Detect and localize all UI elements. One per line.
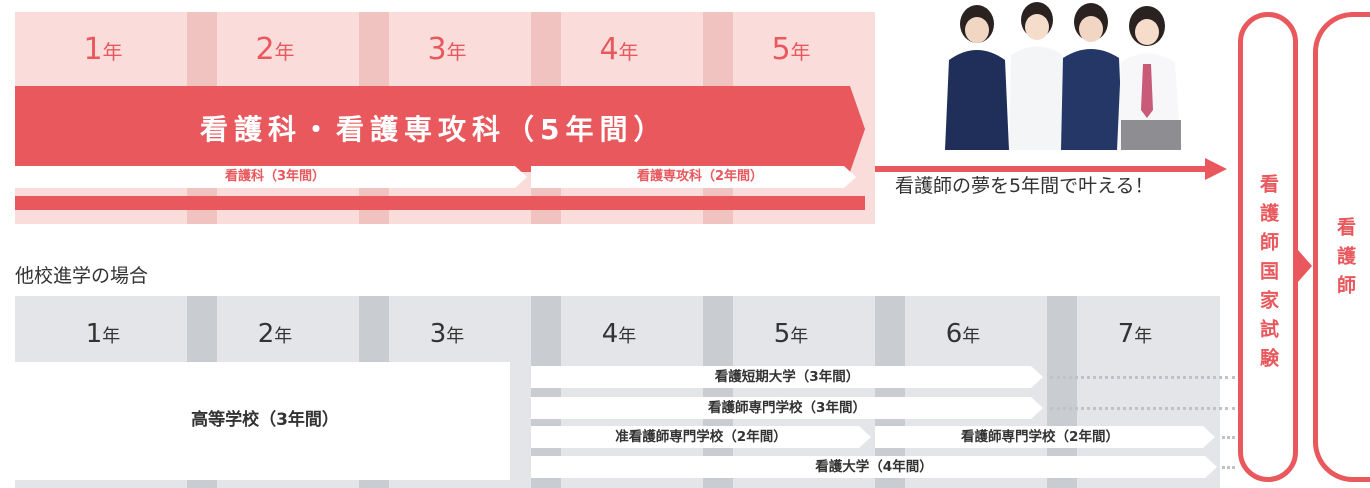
- other-year-2-label: 2年: [257, 319, 293, 349]
- high-school-block: [15, 362, 510, 480]
- other-year-7-label: 7年: [1117, 319, 1153, 349]
- students-photo: [945, 2, 1181, 150]
- vocational-3yr-label: 看護師専門学校（3年間）: [708, 400, 866, 416]
- main-program-title: 看護科・看護専攻科（5年間）: [200, 113, 668, 146]
- other-year-6-label: 6年: [945, 319, 981, 349]
- other-school-title: 他校進学の場合: [15, 265, 149, 287]
- national-exam-capsule: [1238, 12, 1298, 482]
- vocational-3yr-bar: [531, 397, 1043, 419]
- other-year-4-label: 4年: [601, 319, 637, 349]
- sub-program-1-label: 看護科（3年間）: [224, 169, 326, 184]
- university-bar: [531, 456, 1217, 478]
- dream-caption: 看護師の夢を5年間で叶える！: [895, 175, 1154, 197]
- arrow-head-icon: [1205, 158, 1227, 180]
- main-program-band: [15, 86, 865, 172]
- vocational-2yr-bar: [875, 426, 1215, 448]
- junior-college-label: 看護短期大学（3年間）: [714, 369, 860, 385]
- dotted-connector: [1050, 407, 1235, 410]
- year-1-label: 1年: [83, 32, 123, 67]
- other-year-3-label: 3年: [429, 319, 465, 349]
- other-year-5-label: 5年: [773, 319, 809, 349]
- high-school-label: 高等学校（3年間）: [191, 410, 339, 430]
- dotted-connector: [1222, 466, 1235, 469]
- dotted-connector: [1050, 376, 1235, 379]
- vocational-2yr-label: 看護師専門学校（2年間）: [961, 429, 1119, 445]
- arrow-to-nurse-icon: [1298, 250, 1312, 282]
- sub-program-1-bar: [15, 166, 527, 188]
- year-3-label: 3年: [427, 32, 467, 67]
- year-5-label: 5年: [771, 32, 811, 67]
- dotted-connector: [1222, 436, 1235, 439]
- assistant-nurse-bar: [531, 426, 871, 448]
- sub-program-2-bar: [531, 166, 856, 188]
- other-year-1-label: 1年: [85, 319, 121, 349]
- year-2-label: 2年: [255, 32, 295, 67]
- sub-program-2-label: 看護専攻科（2年間）: [636, 169, 764, 184]
- national-exam-label: 看護師国家試験: [1257, 173, 1279, 377]
- junior-college-bar: [531, 366, 1043, 388]
- nurse-label: 看護師: [1334, 216, 1356, 304]
- arrow-to-exam: [875, 166, 1210, 172]
- university-label: 看護大学（4年間）: [815, 459, 933, 475]
- program-underline: [15, 196, 865, 210]
- nurse-capsule: [1313, 12, 1370, 482]
- year-4-label: 4年: [599, 32, 639, 67]
- assistant-nurse-label: 准看護師専門学校（2年間）: [615, 429, 787, 445]
